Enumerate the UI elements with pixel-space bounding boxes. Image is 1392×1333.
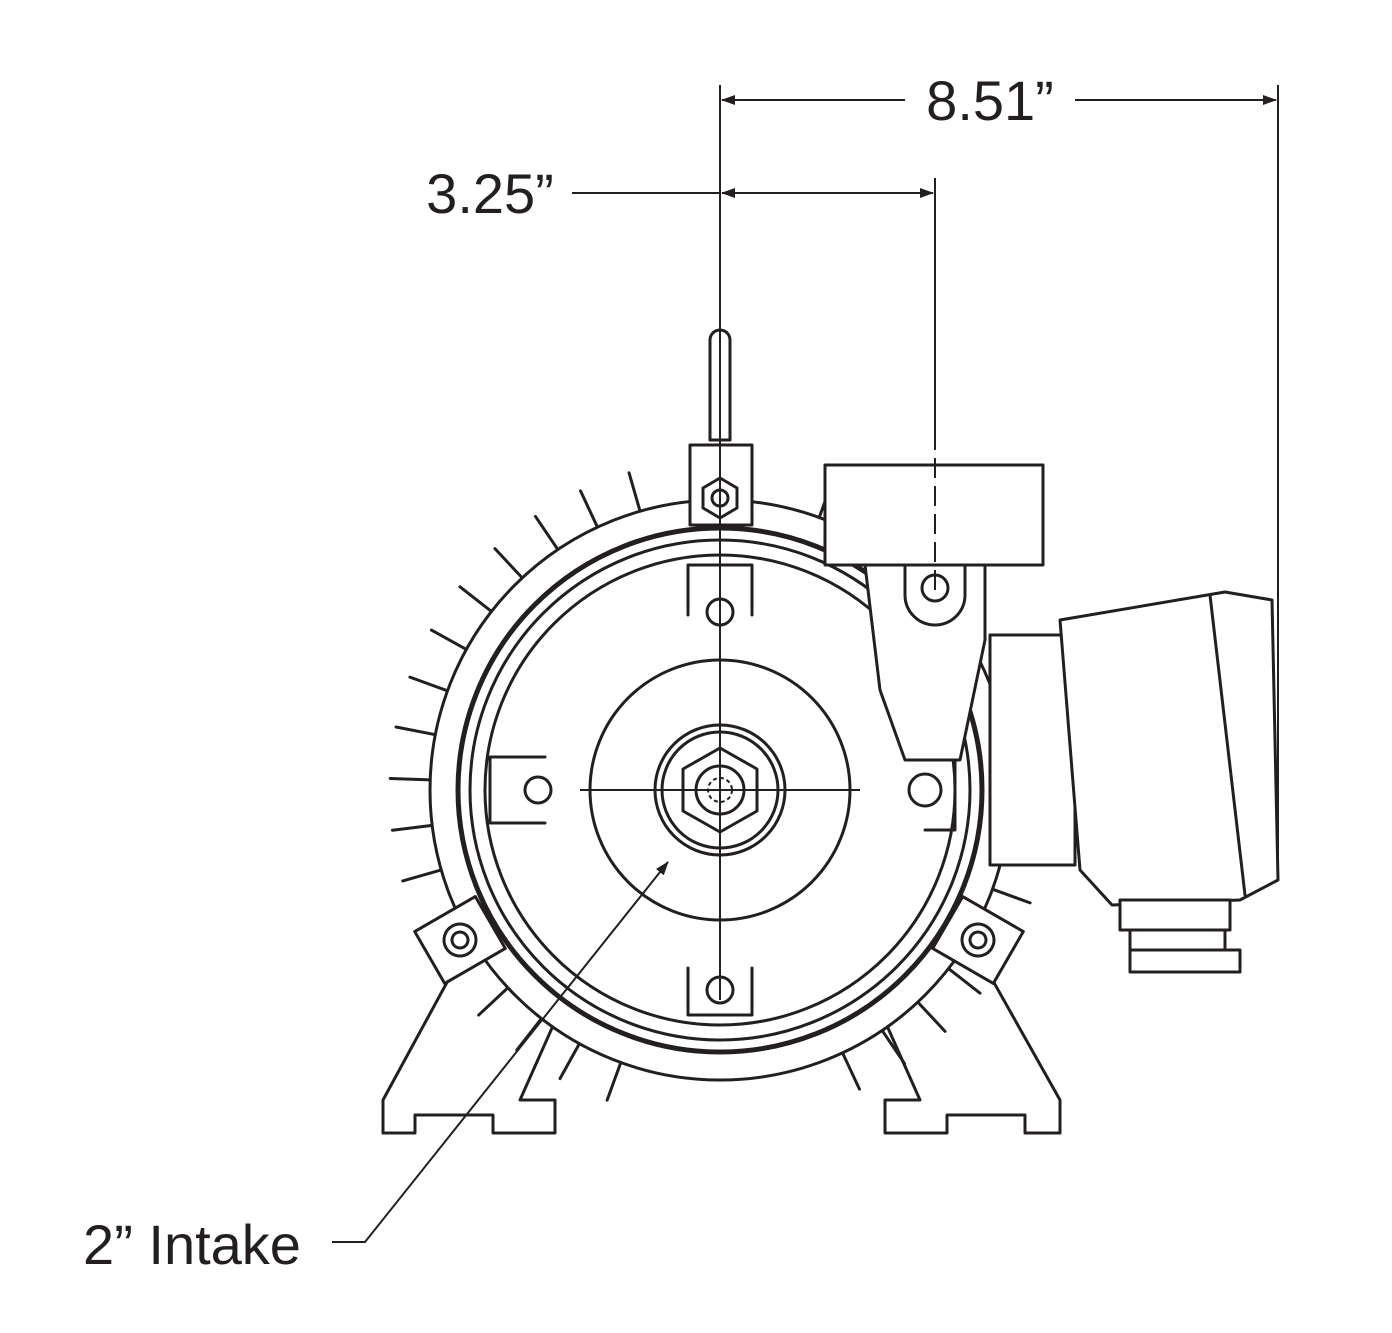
cooling-fin bbox=[408, 675, 449, 693]
cooling-fin bbox=[533, 514, 560, 552]
cooling-fin bbox=[627, 471, 642, 513]
dimension-3-25 bbox=[572, 178, 936, 590]
intake-label: 2” Intake bbox=[83, 1213, 301, 1276]
cooling-fin bbox=[477, 986, 510, 1017]
cooling-fin bbox=[493, 547, 524, 580]
cooling-fin bbox=[605, 1061, 623, 1102]
terminal-box bbox=[988, 590, 1280, 974]
cooling-fin bbox=[880, 1028, 907, 1066]
cooling-fin bbox=[429, 628, 468, 651]
dimension-label-3-25: 3.25” bbox=[426, 162, 554, 225]
cooling-fin bbox=[916, 1000, 947, 1033]
cooling-fin bbox=[841, 1051, 861, 1091]
cooling-fin bbox=[394, 725, 437, 737]
cooling-fin bbox=[388, 776, 432, 782]
cooling-fin bbox=[401, 868, 443, 883]
cooling-fin bbox=[458, 585, 493, 613]
dimension-label-8-51: 8.51” bbox=[926, 69, 1054, 132]
intake-leader-arrow bbox=[332, 861, 669, 1243]
cooling-fin bbox=[558, 1042, 581, 1081]
bolt-tabs bbox=[413, 563, 1025, 1017]
cooling-fin bbox=[390, 823, 434, 832]
cooling-fin bbox=[515, 1017, 543, 1052]
cooling-fin bbox=[991, 887, 1032, 905]
dimension-8-51 bbox=[721, 85, 1279, 880]
cooling-fin bbox=[947, 967, 982, 995]
cooling-fin bbox=[579, 489, 599, 529]
